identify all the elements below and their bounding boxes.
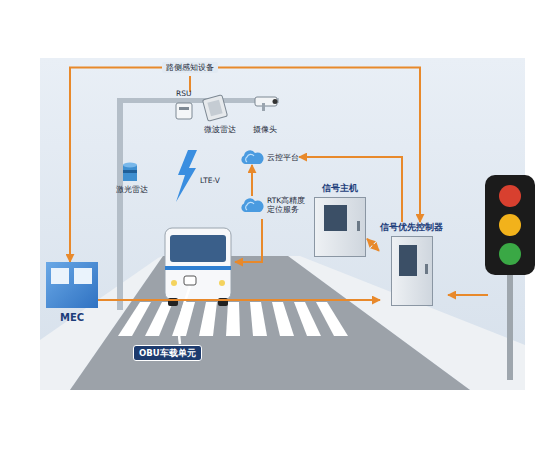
mec-device [46,262,98,308]
mec-screen [51,268,69,284]
node-label: MEC [60,312,84,324]
node-label: OBU车载单元 [139,348,196,358]
flow-arrow [251,165,253,196]
crosswalk-stripe [145,302,173,336]
cab2-node: 信号优先控制器 [380,222,443,306]
crosswalk-stripe [226,302,240,336]
cabinet-panel [399,245,417,276]
cloud-node: RTK高精度 定位服务 [240,196,309,214]
cabinet-handle [357,221,360,231]
flow-arrow [70,68,162,263]
part-label: RSU [176,90,191,98]
part-label: 微波雷达 [204,126,236,134]
node-label: 云控平台 [267,153,299,162]
part-label: LTE-V [200,177,220,185]
traffic-light [485,175,535,380]
node-label: RTK高精度 定位服务 [267,196,309,214]
cloud-node: 云控平台 [240,149,299,165]
crosswalk-stripe [294,302,321,336]
crosswalk-stripe [316,302,348,336]
cabinet-panel [324,205,347,231]
crosswalk-stripe [250,302,267,336]
radar-device [202,95,227,121]
cabinet-handle [425,264,428,274]
node-label: 信号优先控制器 [380,222,443,233]
pole [117,98,123,310]
node-label: 路侧感知设备 [166,63,214,72]
cab1-node: 信号主机 [314,183,366,257]
node-label: 信号主机 [322,183,358,194]
lidar-device [123,163,137,182]
cabinet [391,236,433,306]
obu-node: OBU车载单元 [133,345,202,361]
tag-node: 路侧感知设备 [162,62,218,73]
rsu-device [176,103,192,119]
flow-arrow [367,239,379,251]
part-label: 摄像头 [253,126,277,134]
obu-leader [179,286,190,344]
part-label: 激光雷达 [116,186,148,194]
crosswalk-stripe [272,302,294,336]
crosswalk [118,302,348,336]
cabinet [314,197,366,257]
camera-device [255,97,278,111]
mec-node: MEC [46,262,98,324]
crosswalk-stripe [199,302,217,336]
cloud-icon [240,149,264,165]
background-panel [40,58,525,390]
flow-arrow [98,299,380,301]
wireless-bolt [176,150,197,202]
mec-screen [74,268,92,284]
signal-arrow [448,294,488,296]
positioning-arrow [235,219,262,262]
rsu-device [179,107,189,110]
cloud-icon [240,197,264,213]
bus [165,228,231,306]
